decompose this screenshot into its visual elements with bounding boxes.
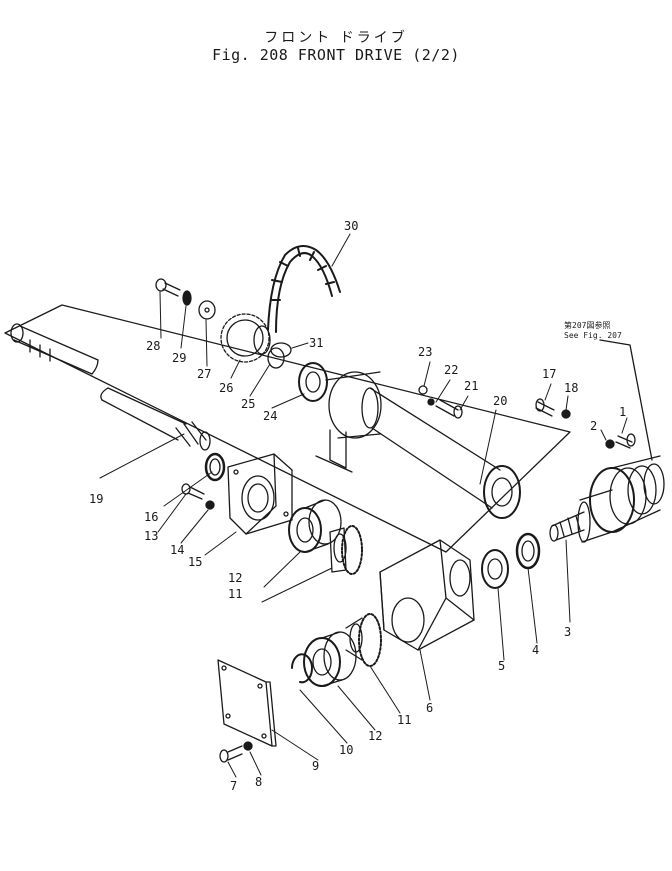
part-21-bolt [435,399,463,419]
callout-11-upper: 11 [228,587,242,601]
callout-3: 3 [564,625,571,639]
callout-26: 26 [219,381,233,395]
callout-30: 30 [344,219,358,233]
part-08-washer [243,741,253,751]
reference-note-jp: 第207図参照 [564,321,611,330]
callout-31: 31 [309,336,323,350]
part-14-washer [205,500,215,510]
part-12-bearing-lower [303,631,357,687]
part-20-pipe [315,371,521,519]
part-23-nut [418,385,428,395]
part-19-shaft [10,323,211,451]
callout-5: 5 [498,659,505,673]
part-27-washer [198,300,216,320]
part-04-oil-seal [515,532,541,570]
figure-title: Fig. 208 FRONT DRIVE (2/2) [212,46,460,64]
part-31-collar [270,342,292,358]
callout-24: 24 [263,409,277,423]
callout-27: 27 [197,367,211,381]
callout-23: 23 [418,345,432,359]
part-26-sprocket [220,313,271,363]
part-22-washer [427,398,435,406]
callout-12-lower: 12 [368,729,382,743]
part-29-lock-washer [182,290,192,306]
title-japanese: フロント ドライブ [264,30,408,46]
part-10-snap-ring [291,653,313,684]
callout-21: 21 [464,379,478,393]
callout-8: 8 [255,775,262,789]
part-28-bolt [155,278,181,297]
callout-13: 13 [144,529,158,543]
part-02-washer [605,439,615,449]
callout-18: 18 [564,381,578,395]
part-30-chain [267,245,341,333]
callout-10: 10 [339,743,353,757]
reference-leader [599,339,653,461]
part-18-washer [561,409,571,419]
callout-12-upper: 12 [228,571,242,585]
part-09-cover-plate [217,659,277,747]
callout-17: 17 [542,367,556,381]
callout-9: 9 [312,759,319,773]
part-17-bolt [535,398,555,417]
callout-16: 16 [144,510,158,524]
part-15-flange [227,453,293,535]
reference-note-en: See Fig. 207 [564,331,622,340]
part-11-bevel-gear-upper [329,525,363,575]
callout-25: 25 [241,397,255,411]
part-06-gear-housing [379,539,475,651]
callout-28: 28 [146,339,160,353]
part-07-bolt [219,745,243,763]
callout-6: 6 [426,701,433,715]
callout-14: 14 [170,543,184,557]
part-24-bearing [298,362,328,402]
part-12-bearing-upper [288,499,342,553]
part-16-oil-seal [204,452,226,482]
callout-29: 29 [172,351,186,365]
callout-7: 7 [230,779,237,793]
callout-1: 1 [619,405,626,419]
part-03-shaft [549,455,665,543]
leader-lines [99,233,628,778]
callout-2: 2 [590,419,597,433]
callout-4: 4 [532,643,539,657]
reference-outline [4,304,571,553]
callout-20: 20 [493,394,507,408]
callout-19: 19 [89,492,103,506]
callout-15: 15 [188,555,202,569]
part-25-snap-ring [267,347,285,369]
callout-labels: 1 2 3 4 5 6 7 8 9 10 11 11 12 12 13 14 1… [89,219,626,793]
part-05-bearing [481,549,509,589]
callout-11-lower: 11 [397,713,411,727]
part-01-bolt [615,433,636,449]
callout-22: 22 [444,363,458,377]
